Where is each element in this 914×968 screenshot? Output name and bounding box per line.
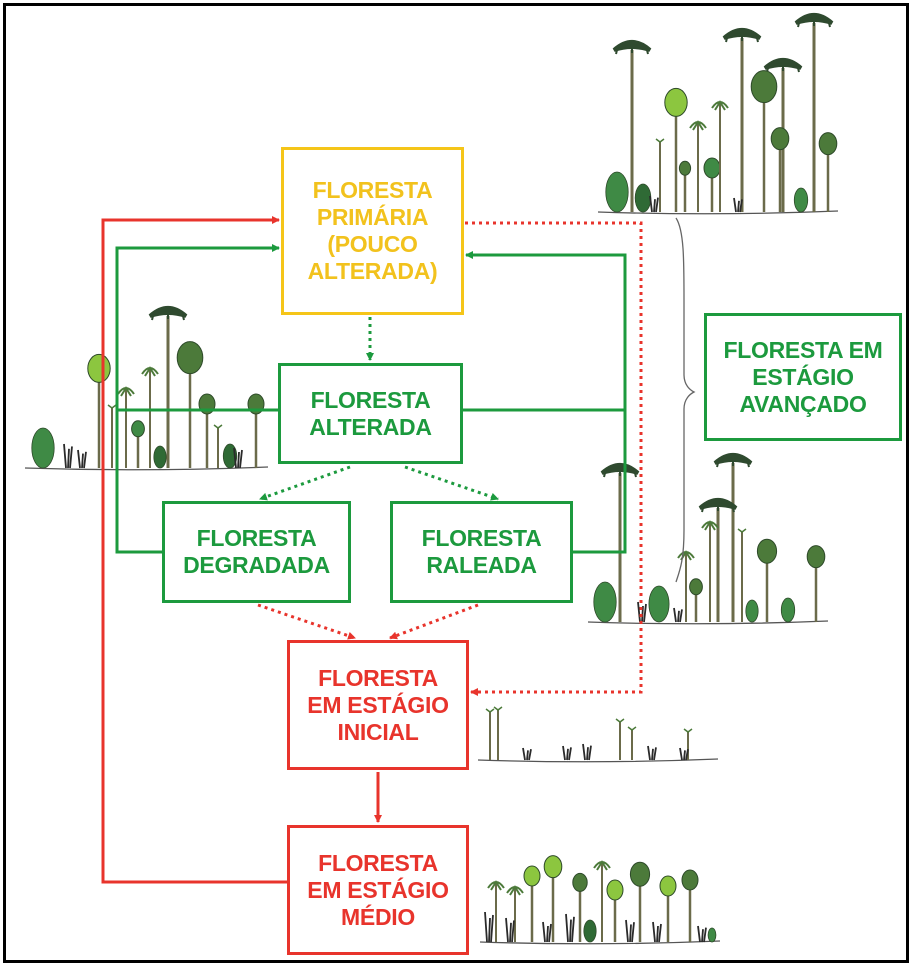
medium-forest-illustration [479,855,721,945]
box-floresta-estagio-inicial: FLORESTA EM ESTÁGIO INICIAL [287,640,469,770]
box-floresta-estagio-avancado: FLORESTA EM ESTÁGIO AVANÇADO [704,313,902,441]
arrow-medio-to-primaria [101,216,287,884]
altered-forest-illustration [24,306,269,471]
box-floresta-degradada: FLORESTA DEGRADADA [162,501,351,603]
arrow-alterada-to-degradada [259,465,351,501]
arrow-raleada-to-primaria [465,251,627,554]
box-floresta-raleada: FLORESTA RALEADA [390,501,573,603]
initial-forest-illustration [477,706,719,763]
advanced-forest-illustration-bottom [587,453,829,625]
arrow-degradada-to-inicial [257,603,356,640]
box-floresta-alterada: FLORESTA ALTERADA [278,363,463,464]
advanced-forest-illustration-top [597,13,839,215]
brace-bracket [675,217,696,583]
arrow-primaria-to-inicial [465,221,643,696]
box-floresta-estagio-medio: FLORESTA EM ESTÁGIO MÉDIO [287,825,469,955]
box-floresta-primaria: FLORESTA PRIMÁRIA (POUCO ALTERADA) [281,147,464,315]
arrow-raleada-to-inicial [389,603,479,640]
arrow-degradada-to-primaria [115,244,280,554]
arrow-alterada-to-raleada [404,465,499,501]
